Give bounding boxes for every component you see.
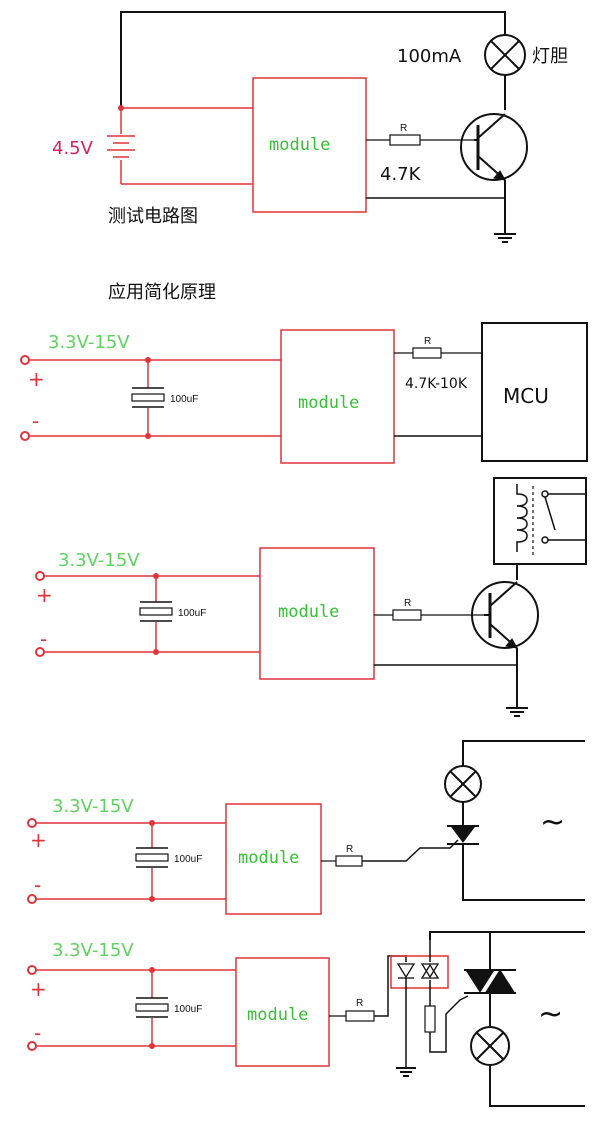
opto-triac-icon xyxy=(420,940,440,1006)
c4-gate-resistor xyxy=(424,1005,436,1033)
c4-voltage: 3.3V-15V xyxy=(52,940,134,961)
top-wire xyxy=(120,11,506,108)
c4-opto-input-wire xyxy=(374,955,407,1017)
c4-resistor xyxy=(345,1010,375,1022)
c2-cap-value: 100uF xyxy=(178,608,206,619)
c1-capacitor-icon xyxy=(131,387,165,408)
c2-transistor-icon xyxy=(471,581,539,708)
c3-module-label: module xyxy=(238,848,299,868)
c3-minus: - xyxy=(34,873,41,897)
transistor-icon xyxy=(460,75,528,234)
c2-module-box xyxy=(259,547,375,680)
optocoupler-box xyxy=(390,955,449,989)
c4-ac-loop-top xyxy=(429,931,585,940)
c4-capacitor-icon xyxy=(135,997,169,1018)
c2-resistor xyxy=(392,609,422,621)
c3-resistor-symbol: R xyxy=(346,844,353,855)
c4-main-triac-icon xyxy=(464,969,516,1028)
c3-resistor xyxy=(335,855,363,867)
relay-icon xyxy=(493,477,587,580)
c1-module-label: module xyxy=(298,393,359,413)
c1-minus-terminal xyxy=(20,431,30,441)
junction-dot xyxy=(118,105,124,111)
lamp-label: 灯胆 xyxy=(532,46,568,67)
c2-plus-terminal xyxy=(35,571,45,581)
c1-voltage: 3.3V-15V xyxy=(48,332,130,353)
c2-plus: + xyxy=(36,583,53,607)
test-circuit: 4.5V module R 4.7K 100mA 灯胆 xyxy=(52,11,568,243)
test-resistor xyxy=(389,134,421,146)
c2-ground-icon xyxy=(506,707,528,717)
c2-voltage: 3.3V-15V xyxy=(58,550,140,571)
c3-ac-loop xyxy=(462,740,585,768)
ground-icon xyxy=(494,233,516,243)
c4-module-label: module xyxy=(247,1005,308,1025)
c3-capacitor-icon xyxy=(135,847,169,868)
c2-resistor-symbol: R xyxy=(404,598,411,609)
c4-lamp-icon xyxy=(470,1026,510,1066)
c3-triac-icon xyxy=(447,825,479,860)
c3-ac-symbol: ~ xyxy=(540,805,565,840)
c3-gate-wire xyxy=(362,839,459,862)
c1-resistor-symbol: R xyxy=(424,336,431,347)
test-resistor-symbol: R xyxy=(400,123,407,134)
c3-lamp-icon xyxy=(444,765,482,803)
c1-plus-terminal xyxy=(20,355,30,365)
circuit-triac: 3.3V-15V + - 100uF module R xyxy=(27,740,585,915)
c2-capacitor-icon xyxy=(139,601,173,622)
test-module-box xyxy=(252,77,367,213)
c4-ac-symbol: ~ xyxy=(538,997,563,1032)
c3-ac-loop-bottom xyxy=(462,860,585,901)
c1-minus: - xyxy=(32,409,39,433)
c1-resistor xyxy=(412,347,442,359)
c2-module-label: module xyxy=(278,602,339,622)
circuit-relay: 3.3V-15V + - 100uF module R xyxy=(35,477,587,717)
mcu-label: MCU xyxy=(503,384,549,408)
c1-module-box xyxy=(280,329,395,464)
c4-gate-wire xyxy=(429,995,469,1053)
c3-voltage: 3.3V-15V xyxy=(52,796,134,817)
c1-resistor-value: 4.7K-10K xyxy=(405,376,468,392)
c4-ground-icon xyxy=(396,1067,416,1077)
test-voltage-label: 4.5V xyxy=(52,138,94,159)
test-module-label: module xyxy=(269,135,330,155)
lamp-current-label: 100mA xyxy=(397,46,462,67)
c3-module-box xyxy=(225,803,322,915)
c1-cap-value: 100uF xyxy=(170,394,198,405)
circuit-opto-triac: 3.3V-15V + - 100uF module R xyxy=(27,931,585,1107)
c4-resistor-symbol: R xyxy=(356,998,363,1009)
c4-module-box xyxy=(235,957,330,1067)
opto-led-icon xyxy=(396,963,416,1068)
lamp-icon xyxy=(484,34,526,76)
c1-plus: + xyxy=(28,367,45,391)
app-heading: 应用简化原理 xyxy=(108,282,216,303)
c3-plus-terminal xyxy=(27,818,37,828)
c3-plus: + xyxy=(30,828,47,852)
mcu-box xyxy=(481,322,588,462)
c4-cap-value: 100uF xyxy=(174,1004,202,1015)
c4-minus: - xyxy=(34,1021,41,1045)
c4-plus-terminal xyxy=(27,965,37,975)
test-resistor-value: 4.7K xyxy=(380,164,422,185)
c4-plus: + xyxy=(30,977,47,1001)
c4-ac-loop-bottom xyxy=(489,1065,585,1107)
circuit-mcu: 3.3V-15V + - 100uF module R 4.7K-10K MCU xyxy=(20,322,588,464)
c2-minus: - xyxy=(40,627,47,651)
c3-cap-value: 100uF xyxy=(174,854,202,865)
test-caption: 测试电路图 xyxy=(108,206,198,227)
battery-icon xyxy=(107,135,135,158)
